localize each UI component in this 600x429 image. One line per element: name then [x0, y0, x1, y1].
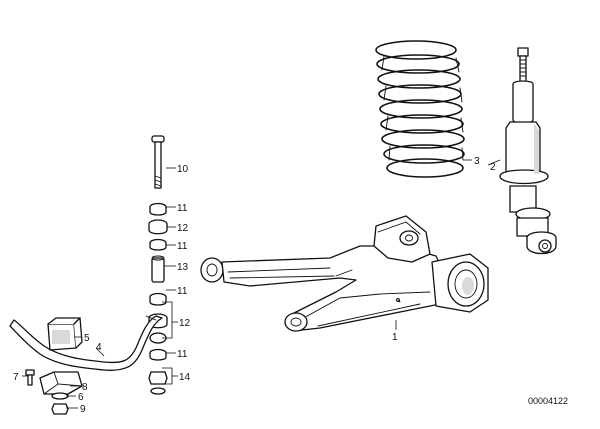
callout-labels: 1 2 3 4 5 6 7 8 9 10 11 12 11 13 11 12 1… — [13, 156, 496, 415]
stabilizer-bar — [9, 315, 167, 371]
callout-13: 13 — [177, 262, 189, 273]
callout-11-top: 11 — [177, 203, 188, 214]
mount-bracket — [25, 369, 83, 415]
callout-11-lower-mid: 11 — [177, 286, 188, 297]
callout-6: 6 — [78, 392, 84, 403]
callout-10: 10 — [177, 164, 189, 175]
callout-12-bottom: 12 — [179, 318, 191, 329]
callout-7: 7 — [13, 372, 19, 383]
coil-spring — [375, 40, 465, 178]
callout-5: 5 — [84, 333, 90, 344]
link-rod-stack — [148, 135, 168, 395]
callout-leaders — [22, 159, 501, 409]
callout-4: 4 — [96, 342, 102, 353]
callout-11-upper-mid: 11 — [177, 241, 188, 252]
callout-2: 2 — [490, 162, 496, 173]
shock-absorber — [499, 47, 557, 255]
callout-8: 8 — [82, 382, 88, 393]
callout-9: 9 — [80, 404, 86, 415]
callout-3: 3 — [474, 156, 480, 167]
callout-1: 1 — [392, 332, 398, 343]
callout-11-bottom: 11 — [177, 349, 188, 360]
callout-12-top: 12 — [177, 223, 189, 234]
drawing-number: 00004122 — [528, 396, 568, 406]
callout-14: 14 — [179, 372, 191, 383]
rubber-mount — [47, 317, 83, 351]
trailing-arm — [200, 215, 489, 332]
